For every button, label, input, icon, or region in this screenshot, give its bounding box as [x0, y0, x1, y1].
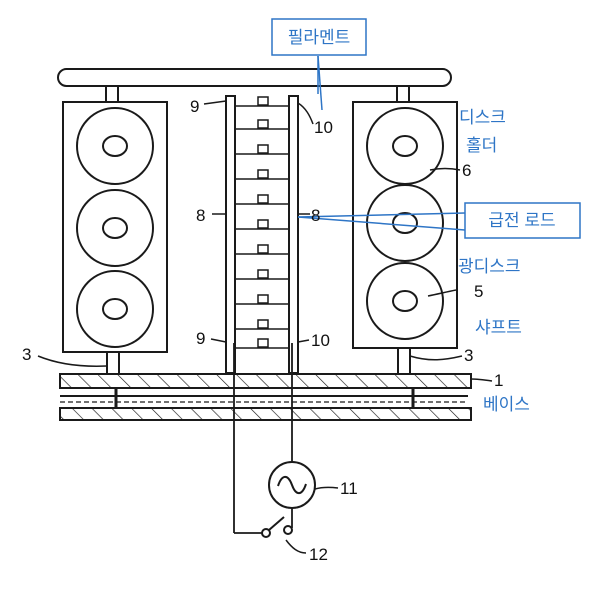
filament — [235, 294, 289, 305]
feed-rod-callout: 급전 로드 — [464, 202, 581, 239]
numeral-3-right: 3 — [464, 346, 473, 365]
numeral-8-right: 8 — [311, 206, 320, 225]
numeral-12: 12 — [309, 545, 328, 564]
numeral-10-top: 10 — [314, 118, 333, 137]
filament — [235, 169, 289, 180]
numeral-8-left: 8 — [196, 206, 205, 225]
callout-pointers — [297, 55, 466, 231]
filament-ladder — [235, 96, 289, 349]
filament-callout: 필라멘트 — [271, 18, 367, 56]
shaft-left — [106, 352, 120, 408]
filament — [235, 96, 289, 107]
feed-rod-right — [288, 95, 299, 374]
leader-lines — [37, 100, 493, 554]
numeral-10-bottom: 10 — [311, 331, 330, 350]
numeral-3-left: 3 — [22, 345, 31, 364]
top-rail — [57, 68, 452, 87]
numeral-9-top: 9 — [190, 97, 199, 116]
numeral-5: 5 — [474, 282, 483, 301]
ac-source-icon — [268, 461, 316, 509]
filament-label: 필라멘트 — [288, 28, 351, 47]
filament — [235, 269, 289, 280]
circuit — [233, 343, 293, 534]
filament — [235, 219, 289, 230]
filament — [235, 338, 289, 349]
optical-disk-label: 광디스크 — [458, 257, 521, 276]
feed-rod-label: 급전 로드 — [488, 211, 555, 230]
numeral-6: 6 — [462, 161, 471, 180]
base-label: 베이스 — [483, 395, 530, 414]
shaft-label: 샤프트 — [475, 318, 522, 337]
filament — [235, 119, 289, 130]
optical-disk — [76, 107, 154, 185]
optical-disk — [366, 262, 444, 340]
switch-icon — [261, 516, 293, 538]
optical-disk — [76, 270, 154, 348]
disk-holder-label-line1: 디스크 — [459, 108, 506, 127]
disk-holder-left — [62, 101, 168, 353]
numeral-9-bottom: 9 — [196, 329, 205, 348]
disk-holder-label-line2: 홀더 — [466, 136, 497, 155]
feed-rod-left — [225, 95, 236, 374]
shaft-right — [397, 348, 415, 408]
filament — [235, 144, 289, 155]
filament — [235, 319, 289, 330]
numeral-1: 1 — [494, 371, 503, 390]
filament — [235, 194, 289, 205]
base — [59, 373, 472, 421]
numeral-11: 11 — [340, 479, 358, 498]
optical-disk — [76, 189, 154, 267]
filament — [235, 244, 289, 255]
